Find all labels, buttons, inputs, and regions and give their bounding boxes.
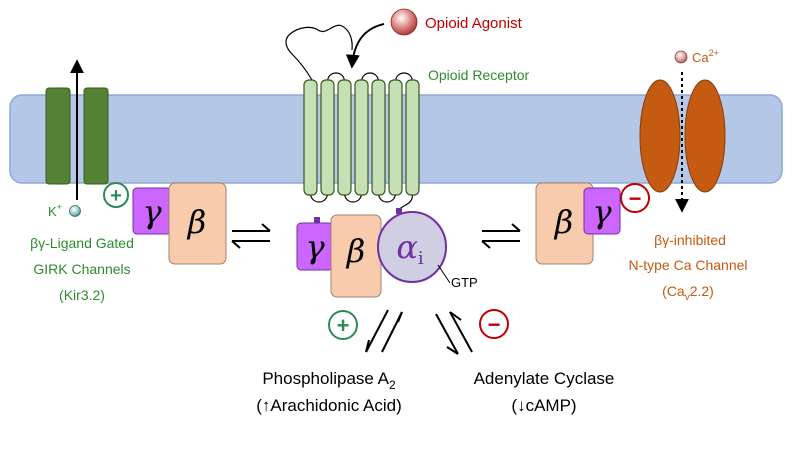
- svg-text:γ: γ: [142, 193, 162, 231]
- receptor-helix-1: [303, 79, 318, 196]
- ca-ion-label: Ca2+: [692, 48, 719, 65]
- ca-channel-label-line1: βγ-inhibited: [654, 232, 726, 248]
- agonist-binding-arrow: [345, 23, 385, 69]
- ac-equilibrium-arrows: [435, 311, 473, 355]
- ac-label: Adenylate Cyclase: [474, 369, 615, 388]
- svg-text:β: β: [346, 232, 366, 270]
- ac-inhibition-minus: −: [479, 309, 509, 339]
- equilibrium-arrows-right: [481, 223, 521, 249]
- receptor-loop: [394, 72, 414, 83]
- ca-channel-label-line3: (Cav2.2): [662, 283, 714, 303]
- alpha-i-label: αi: [396, 228, 424, 269]
- free-beta-gamma-right: β γ: [535, 182, 621, 265]
- svg-text:−: −: [629, 186, 642, 211]
- receptor-loop: [377, 192, 397, 203]
- receptor-helix-4: [354, 79, 369, 196]
- ca-channel-subunit-right: [684, 79, 726, 193]
- gamma-subunit-right: [583, 187, 621, 235]
- receptor-loop: [360, 72, 380, 83]
- svg-text:β: β: [187, 203, 207, 241]
- svg-text:+: +: [110, 185, 122, 207]
- alpha-anchor: [396, 208, 402, 214]
- svg-text:+: +: [337, 313, 350, 338]
- svg-text:γ: γ: [592, 193, 612, 231]
- svg-text:β: β: [554, 203, 574, 241]
- gamma-anchor: [314, 217, 320, 223]
- receptor-loop: [343, 192, 363, 203]
- pla2-activation-plus: +: [328, 310, 358, 340]
- ca-inhibition-minus: −: [620, 183, 650, 213]
- equilibrium-arrows-left: [231, 223, 271, 249]
- ac-effect-label: (↓cAMP): [511, 396, 576, 415]
- girk-label-line2: GIRK Channels: [33, 261, 130, 277]
- girk-label-line1: βγ-Ligand Gated: [30, 235, 134, 251]
- receptor-loop: [309, 192, 329, 203]
- opioid-agonist-label: Opioid Agonist: [425, 15, 523, 32]
- svg-text:γ: γ: [305, 228, 325, 266]
- pla2-effect-label: (↑Arachidonic Acid): [256, 396, 402, 415]
- gtp-label: GTP: [451, 275, 478, 290]
- girk-subunit-left: [45, 87, 71, 185]
- alpha-i-subunit: [377, 211, 447, 283]
- receptor-loop: [326, 72, 346, 83]
- pla2-label: Phospholipase A2: [262, 369, 396, 392]
- receptor-helix-2: [320, 79, 335, 196]
- opioid-receptor-label: Opioid Receptor: [428, 67, 530, 83]
- girk-label-line3: (Kir3.2): [59, 287, 105, 303]
- opioid-agonist-icon: [390, 8, 418, 36]
- k-ion-icon: [69, 205, 81, 217]
- girk-channel: [45, 59, 109, 200]
- svg-text:−: −: [488, 312, 501, 337]
- n-type-ca-channel: [639, 72, 726, 213]
- g-protein-heterotrimer: γ β αi GTP: [296, 208, 478, 298]
- receptor-helix-5: [371, 79, 386, 196]
- beta-subunit-left: [168, 182, 227, 265]
- k-ion-label: K+: [48, 202, 62, 219]
- girk-activation-plus: +: [103, 182, 129, 208]
- receptor-helix-3: [337, 79, 352, 196]
- free-beta-gamma-left: γ β: [132, 182, 227, 265]
- receptor-helix-6: [388, 79, 403, 196]
- ca-channel-label-line2: N-type Ca Channel: [628, 257, 747, 273]
- receptor-helix-7: [405, 79, 420, 196]
- pla2-equilibrium-arrows: [365, 309, 403, 353]
- gtp-leader-line: [437, 264, 451, 284]
- receptor-n-terminus: [285, 24, 353, 81]
- receptor-c-terminus: [398, 194, 414, 211]
- ca-channel-subunit-left: [639, 79, 681, 193]
- girk-subunit-right: [83, 87, 109, 185]
- ca-ion-icon: [674, 50, 688, 64]
